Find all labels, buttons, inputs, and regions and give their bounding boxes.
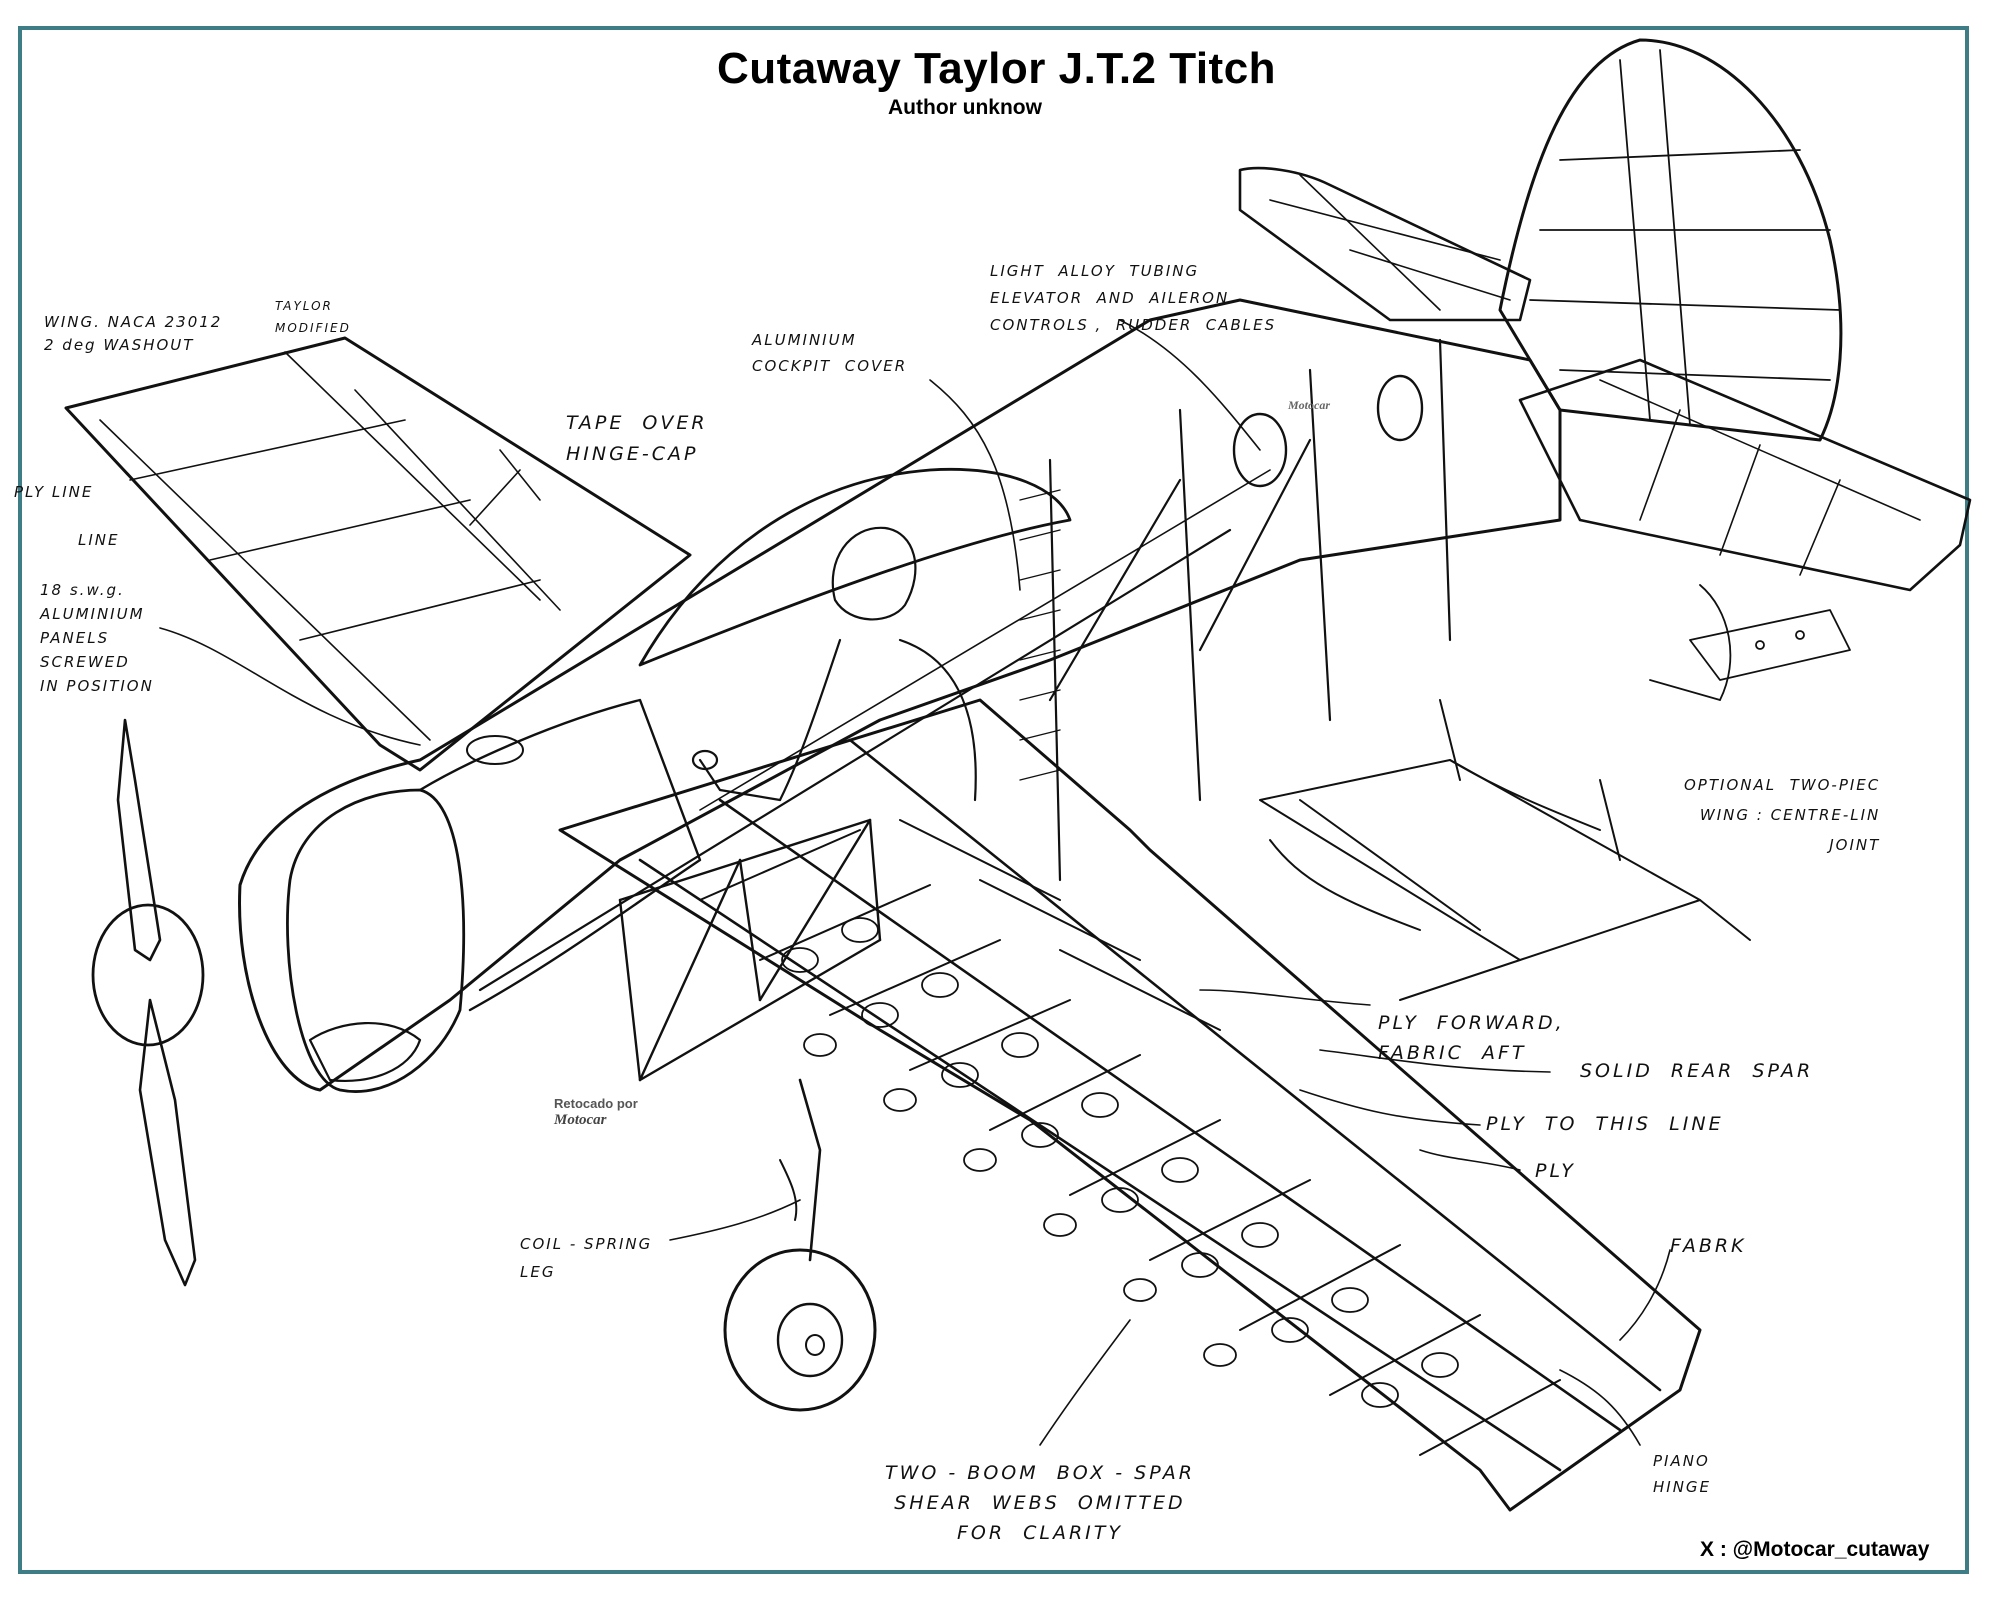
page-subtitle: Author unknow <box>888 96 1042 119</box>
label-ply-line: PLY LINE <box>14 483 94 501</box>
label-solid-rear-spar: SOLID REAR SPAR <box>1580 1060 1814 1082</box>
label-two-piece-wing: OPTIONAL TWO-PIEC WING : CENTRE-LIN JOIN… <box>1684 776 1881 854</box>
canopy <box>638 467 1072 667</box>
label-piano-hinge: PIANO HINGE <box>1653 1452 1712 1496</box>
label-taylor-2: MODIFIED <box>275 321 351 335</box>
cowling <box>286 788 465 1093</box>
label-tape-over-hinge-cap: TAPE OVER HINGE-CAP <box>566 412 708 465</box>
watermark-retouch: Retocado por Motocar <box>554 1096 638 1128</box>
watermark-fuselage: Motocar <box>1288 398 1330 412</box>
undercarriage <box>723 1078 877 1412</box>
picture-frame <box>18 26 1969 1574</box>
label-fabric: FABRK <box>1670 1235 1747 1257</box>
label-wing-section-2: 2 deg WASHOUT <box>44 336 195 354</box>
label-light-alloy-tubing: LIGHT ALLOY TUBING ELEVATOR AND AILERON … <box>990 262 1277 334</box>
label-box-spar: TWO - BOOM BOX - SPAR SHEAR WEBS OMITTED… <box>885 1462 1195 1544</box>
label-taylor-1: TAYLOR <box>275 299 333 313</box>
propeller <box>91 718 205 1287</box>
label-ply-forward: PLY FORWARD, FABRIC AFT <box>1378 1012 1565 1064</box>
starboard-tailplane <box>1518 358 1972 592</box>
label-wing-section-1: WING. NACA 23012 <box>44 313 223 331</box>
label-coil-spring-leg: COIL - SPRING LEG <box>520 1235 653 1281</box>
port-wing <box>64 336 692 772</box>
label-ply-to-this-line: PLY TO THIS LINE <box>1486 1113 1724 1135</box>
label-cockpit-cover: ALUMINIUM COCKPIT COVER <box>752 331 908 375</box>
watermark-line-1: Retocado por <box>554 1096 638 1111</box>
fuselage <box>238 298 1562 1092</box>
author-credit: X : @Motocar_cutaway <box>1700 1538 1930 1561</box>
page-title: Cutaway Taylor J.T.2 Titch <box>716 44 1277 93</box>
label-aluminium-panels: 18 s.w.g. ALUMINIUM PANELS SCREWED IN PO… <box>40 581 154 695</box>
label-ply: PLY <box>1535 1160 1576 1182</box>
watermark-line-2: Motocar <box>554 1112 607 1128</box>
fin-rudder <box>1498 38 1843 442</box>
port-tailplane <box>1238 166 1532 322</box>
label-line: LINE <box>78 531 120 549</box>
starboard-wing <box>558 698 1702 1512</box>
